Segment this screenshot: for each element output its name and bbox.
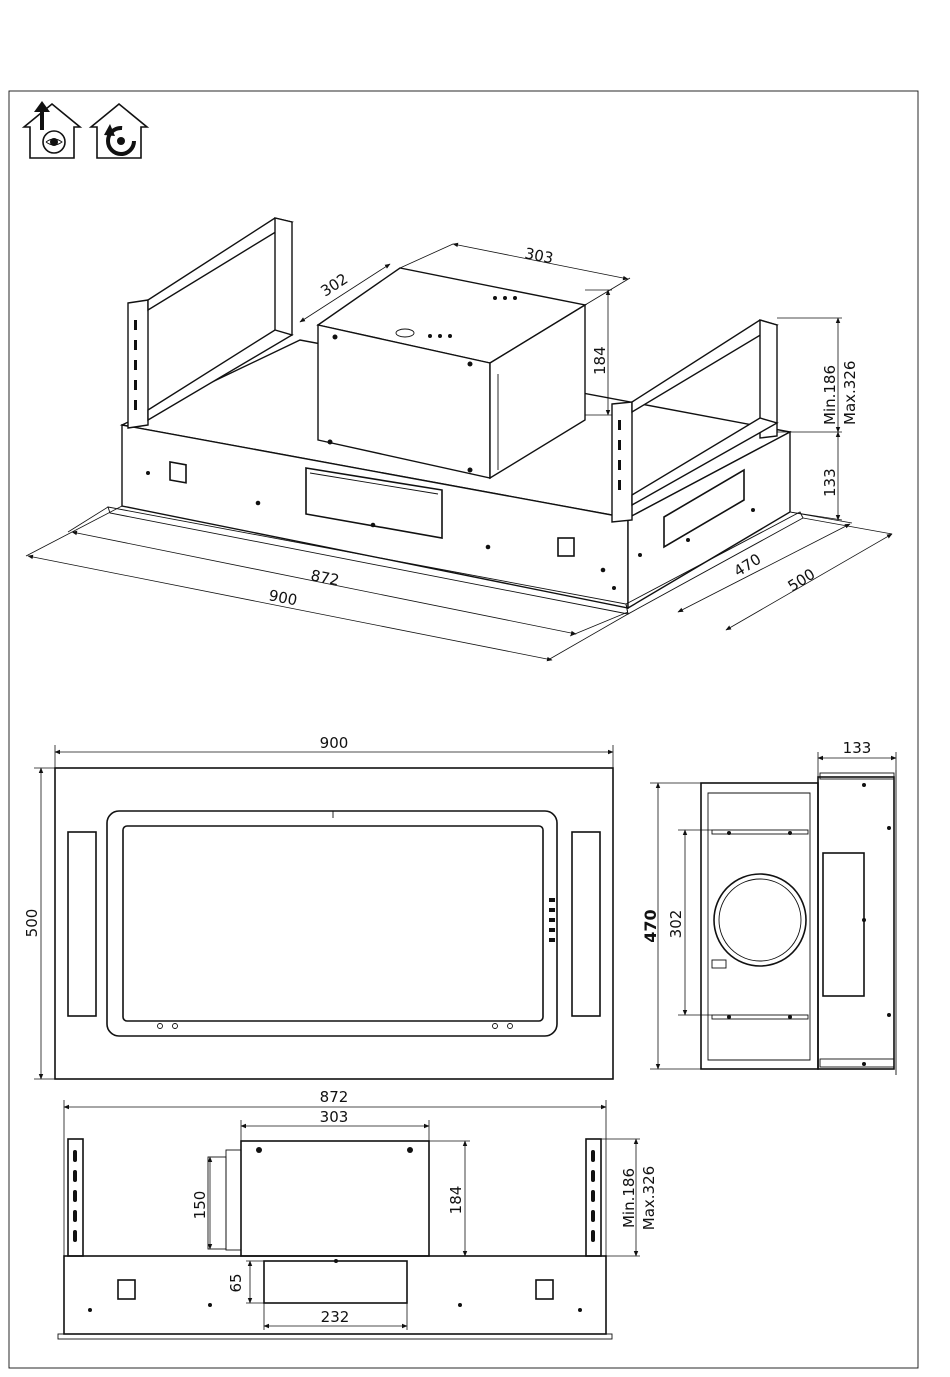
dim-outer-width: 900 — [267, 586, 299, 609]
dim-front-width: 900 — [320, 734, 349, 752]
right-light-strip — [572, 832, 600, 1016]
duct-outlet — [714, 874, 806, 966]
hood-outline — [55, 768, 613, 1079]
recirculation-mode-icon — [91, 104, 147, 158]
dim-rear-motor-width: 303 — [320, 1108, 349, 1126]
rear-motor-box — [241, 1141, 429, 1256]
dim-rear-width: 872 — [320, 1088, 349, 1106]
dim-cutout-width: 232 — [321, 1308, 350, 1326]
rear-view: 872 303 150 184 Min.186 Max.326 65 232 — [58, 1088, 658, 1339]
isometric-view: 303 302 184 Min.186 Max.326 133 872 900 … — [26, 218, 892, 660]
dim-outer-depth: 500 — [785, 565, 819, 595]
dim-cutout-height: 65 — [227, 1273, 245, 1292]
side-mount-plate — [818, 777, 894, 1069]
front-view: 900 500 — [23, 734, 613, 1079]
side-view: 133 470 302 — [641, 739, 896, 1075]
rear-cutout — [264, 1261, 407, 1303]
ducted-mode-icon — [24, 101, 80, 158]
dim-rear-bracket-min: Min.186 — [620, 1168, 638, 1228]
filter-frame — [107, 811, 557, 1036]
dim-inner-width: 872 — [309, 566, 341, 589]
dim-rear-motor-height: 184 — [447, 1186, 465, 1215]
dim-side-offset: 133 — [843, 739, 872, 757]
dim-side-height: 470 — [641, 909, 660, 942]
dim-motor-height: 184 — [591, 346, 609, 375]
dim-side-inner-height: 302 — [667, 910, 685, 939]
left-light-strip — [68, 832, 96, 1016]
dim-duct-height: 150 — [191, 1191, 209, 1220]
dim-motor-width: 303 — [523, 244, 555, 267]
dim-rear-bracket-max: Max.326 — [640, 1166, 658, 1230]
dim-bracket-min: Min.186 — [821, 365, 839, 425]
filter-panel — [123, 826, 543, 1021]
dim-front-height: 500 — [23, 909, 41, 938]
dim-body-height: 133 — [821, 468, 839, 497]
dim-bracket-max: Max.326 — [841, 361, 859, 425]
dim-motor-depth: 302 — [317, 270, 351, 301]
